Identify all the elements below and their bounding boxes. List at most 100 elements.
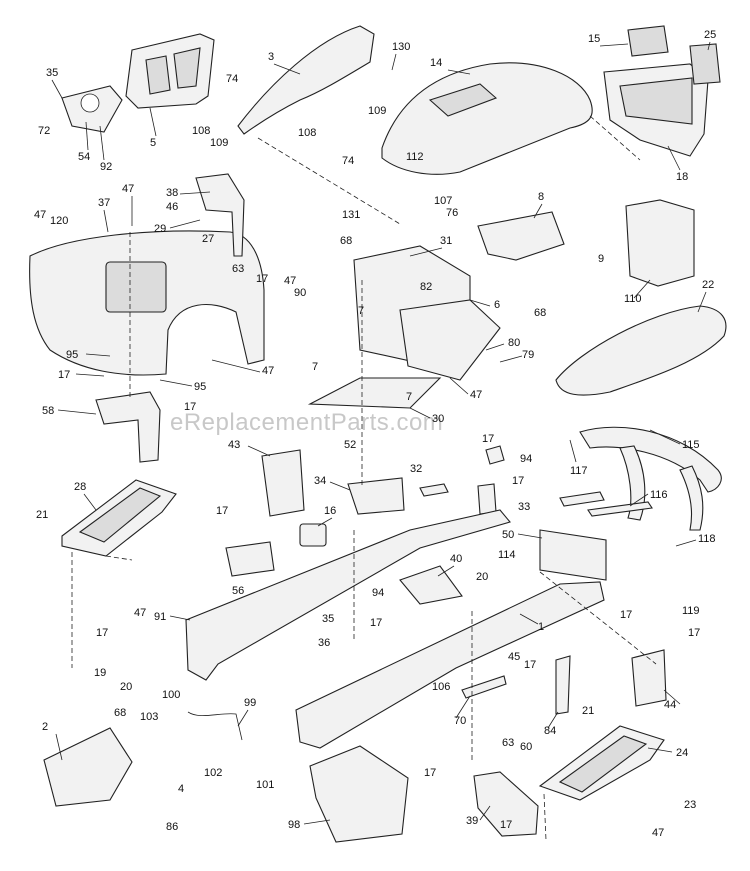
part-seat-bracket-58 (95, 391, 161, 463)
callout-108b: 108 (298, 127, 316, 139)
callout-27: 27 (202, 233, 214, 245)
part-plate-8 (477, 211, 565, 261)
part-rod-99 (187, 711, 243, 741)
callout-17e: 17 (512, 475, 524, 487)
part-bracket-29 (195, 173, 245, 257)
part-shield-98 (309, 745, 409, 843)
callout-17i: 17 (96, 627, 108, 639)
callout-108a: 108 (192, 125, 210, 137)
callout-72: 72 (38, 125, 50, 137)
part-grille-18-face (619, 77, 693, 125)
callout-86: 86 (166, 821, 178, 833)
callout-98: 98 (288, 819, 300, 831)
callout-91: 91 (154, 611, 166, 623)
callout-100: 100 (162, 689, 180, 701)
callout-50: 50 (502, 529, 514, 541)
part-plate-30 (307, 377, 442, 409)
callout-63b: 63 (502, 737, 514, 749)
callout-17h: 17 (370, 617, 382, 629)
callout-9: 9 (598, 253, 604, 265)
part-hood-side-3 (237, 25, 375, 135)
part-tube-115b (619, 445, 646, 521)
callout-6: 6 (494, 299, 500, 311)
callout-18: 18 (676, 171, 688, 183)
callout-109b: 109 (368, 105, 386, 117)
part-tube-115c (679, 465, 704, 531)
part-screen-25 (689, 43, 721, 85)
callout-68c: 68 (114, 707, 126, 719)
part-frame-91 (185, 509, 511, 681)
callout-22: 22 (702, 279, 714, 291)
callout-23: 23 (684, 799, 696, 811)
part-screen-15 (627, 25, 669, 57)
callout-116: 116 (650, 489, 668, 501)
callout-17f: 17 (216, 505, 228, 517)
part-hood-vent (428, 83, 498, 117)
callout-117: 117 (570, 465, 588, 477)
callout-110: 110 (624, 293, 642, 305)
part-bracket-110 (625, 199, 695, 287)
part-33 (477, 483, 497, 515)
callout-15: 15 (588, 33, 600, 45)
callout-74b: 74 (342, 155, 354, 167)
callout-120: 120 (50, 215, 68, 227)
part-plate-43 (261, 449, 305, 517)
callout-52: 52 (344, 439, 356, 451)
callout-101: 101 (256, 779, 274, 791)
part-hood-14 (381, 62, 593, 175)
callout-63a: 63 (232, 263, 244, 275)
callout-8: 8 (538, 191, 544, 203)
part-lever-84 (555, 655, 571, 715)
callout-25: 25 (704, 29, 716, 41)
callout-68a: 68 (340, 235, 352, 247)
callout-82: 82 (420, 281, 432, 293)
part-plate-40 (399, 565, 463, 605)
callout-34: 34 (314, 475, 326, 487)
callout-40: 40 (450, 553, 462, 565)
callout-56: 56 (232, 585, 244, 597)
callout-109a: 109 (210, 137, 228, 149)
callout-47c: 47 (284, 275, 296, 287)
callout-32: 32 (410, 463, 422, 475)
callout-107: 107 (434, 195, 452, 207)
callout-103: 103 (140, 711, 158, 723)
callout-47b: 47 (34, 209, 46, 221)
callout-36: 36 (318, 637, 330, 649)
callout-114: 114 (498, 549, 516, 561)
callout-3: 3 (268, 51, 274, 63)
callout-39: 39 (466, 815, 478, 827)
part-frame-1 (295, 581, 605, 749)
part-link-70 (461, 675, 507, 699)
callout-76: 76 (446, 207, 458, 219)
callout-92: 92 (100, 161, 112, 173)
callout-33: 33 (518, 501, 530, 513)
callout-29: 29 (154, 223, 166, 235)
part-92-hole (80, 93, 100, 113)
callouts: 35 72 54 92 5 74 108 109 3 130 14 108 10… (34, 29, 716, 839)
assembly-line (539, 571, 657, 665)
assembly-line (543, 793, 547, 841)
callout-118: 118 (698, 533, 716, 545)
callout-35: 35 (46, 67, 58, 79)
part-bracket-44 (631, 649, 667, 707)
part-plate-2 (43, 727, 133, 807)
part-console-5-inner2 (173, 47, 201, 89)
callout-80: 80 (508, 337, 520, 349)
callout-20a: 20 (476, 571, 488, 583)
watermark-text: eReplacementParts.com (170, 409, 443, 436)
callout-17g: 17 (620, 609, 632, 621)
callout-17a: 17 (256, 273, 268, 285)
callout-43: 43 (228, 439, 240, 451)
callout-47g: 47 (652, 827, 664, 839)
callout-7a: 7 (358, 305, 364, 317)
part-footrest-24-inner (558, 735, 648, 793)
assembly-line (589, 115, 641, 161)
callout-45: 45 (508, 651, 520, 663)
callout-47d: 47 (470, 389, 482, 401)
callout-94b: 94 (372, 587, 384, 599)
callout-16: 16 (324, 505, 336, 517)
part-94-spacer (485, 445, 505, 465)
part-rod-116 (587, 501, 653, 517)
part-bumper-22 (555, 305, 727, 396)
